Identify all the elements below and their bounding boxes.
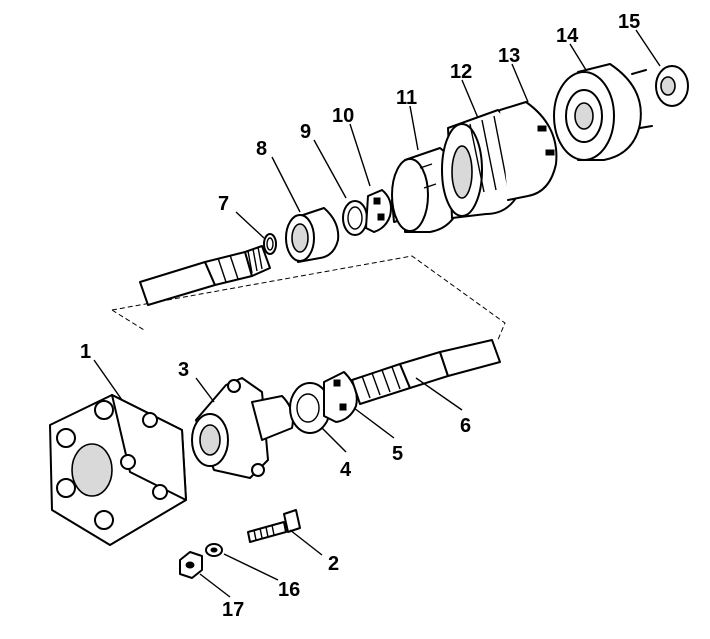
callout-3: 3 <box>178 359 189 381</box>
part-14-cv-joint <box>553 63 653 161</box>
callout-17: 17 <box>222 599 244 621</box>
part-10-retaining-clip <box>365 189 392 233</box>
callout-8: 8 <box>256 138 267 160</box>
callout-14: 14 <box>556 25 579 47</box>
part-9-ring <box>342 200 368 236</box>
callout-5: 5 <box>392 443 403 465</box>
callout-15: 15 <box>618 11 640 33</box>
part-2-bolt <box>247 509 301 543</box>
callout-16: 16 <box>278 579 300 601</box>
callout-12: 12 <box>450 61 472 83</box>
part-7-snap-ring <box>263 233 277 255</box>
callout-6: 6 <box>460 415 471 437</box>
part-4-ring <box>289 382 331 434</box>
part-16-washer <box>205 543 223 557</box>
upper-shaft <box>139 245 271 306</box>
assembly-guide-line <box>111 255 506 343</box>
part-15-cap <box>655 65 689 107</box>
part-1-flex-coupling <box>49 394 187 546</box>
part-3-flange <box>191 377 294 479</box>
part-11-outer-joint-housing <box>391 147 464 233</box>
callout-13: 13 <box>498 45 520 67</box>
callout-11: 11 <box>396 87 417 109</box>
part-6-splined-shaft <box>351 339 501 405</box>
leader-lines <box>93 29 661 598</box>
part-13-clamp-band <box>499 101 558 201</box>
callout-2: 2 <box>328 553 339 575</box>
callout-1: 1 <box>80 341 91 363</box>
part-17-nut <box>179 551 203 579</box>
callout-4: 4 <box>340 459 352 481</box>
part-5-clip <box>323 371 358 423</box>
callout-9: 9 <box>300 121 311 143</box>
part-8-bushing <box>285 207 340 263</box>
callout-7: 7 <box>218 193 229 215</box>
callout-10: 10 <box>332 105 354 127</box>
